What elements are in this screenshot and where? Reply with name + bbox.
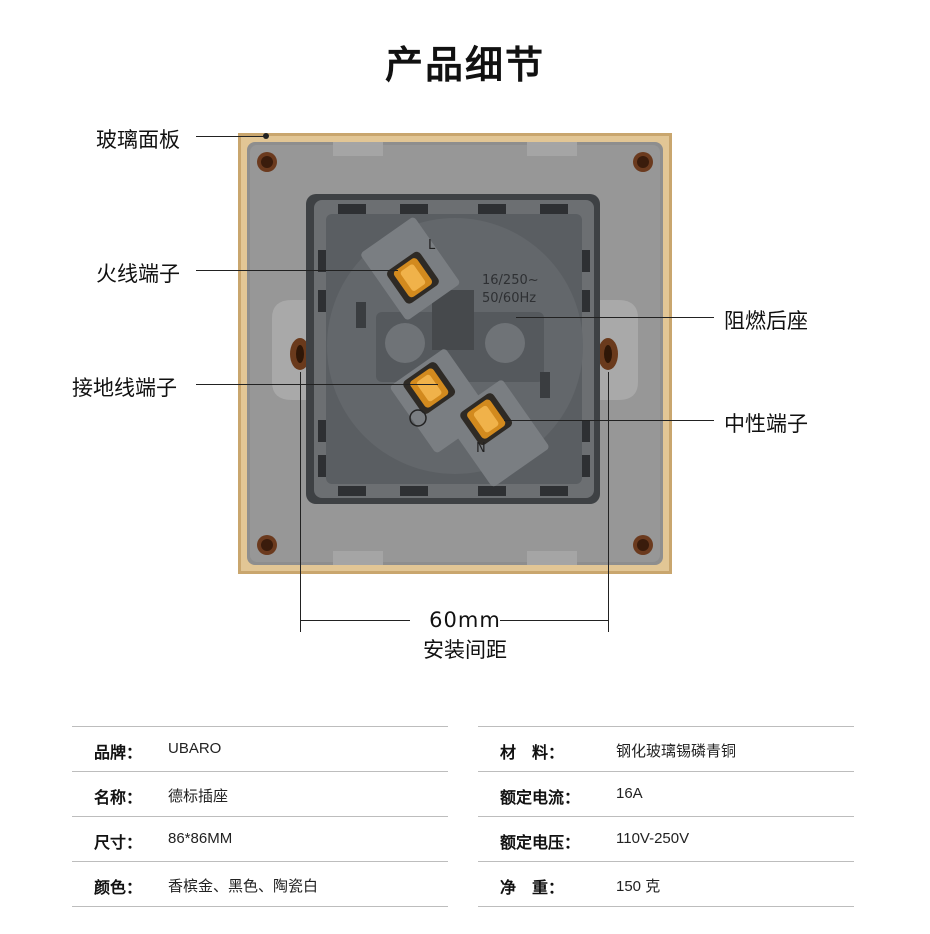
spec-value: UBARO	[168, 740, 222, 757]
spec-value: 德标插座	[168, 788, 229, 805]
rating-mark: 16/250~	[482, 273, 539, 288]
leader-glass-panel	[196, 136, 266, 137]
spec-row: 名称： 德标插座	[72, 771, 448, 816]
frequency-mark: 50/60Hz	[482, 291, 536, 306]
spec-value: 16A	[616, 785, 643, 802]
spec-row: 品牌： UBARO	[72, 726, 448, 771]
spec-key: 净 重：	[500, 878, 565, 897]
spec-key: 颜色：	[94, 878, 143, 897]
spec-value: 香槟金、黑色、陶瓷白	[168, 878, 319, 895]
spec-key: 尺寸：	[94, 833, 143, 852]
spec-key: 名称：	[94, 788, 143, 807]
spec-value: 钢化玻璃锡磷青铜	[616, 743, 737, 760]
spacing-label: 安装间距	[423, 638, 507, 662]
spec-row: 额定电流： 16A	[478, 771, 854, 816]
spec-row: 材 料： 钢化玻璃锡磷青铜	[478, 726, 854, 771]
live-letter: L	[428, 238, 436, 253]
spec-key: 额定电压：	[500, 833, 581, 852]
spec-row: 额定电压： 110V-250V	[478, 816, 854, 861]
corner-screw-holes	[257, 152, 653, 555]
spec-value: 86*86MM	[168, 830, 233, 847]
spec-key: 额定电流：	[500, 788, 581, 807]
callout-glass-panel: 玻璃面板	[96, 128, 180, 152]
leader-neutral-terminal	[504, 420, 714, 421]
leader-flame-retardant-base	[516, 317, 714, 318]
spec-key: 品牌：	[94, 743, 143, 762]
socket-back-illustration: L N 16/250~ 50/60Hz	[238, 133, 672, 632]
callout-flame-retardant-base: 阻燃后座	[724, 309, 808, 333]
spec-table-right: 材 料： 钢化玻璃锡磷青铜 额定电流： 16A 额定电压： 110V-250V …	[478, 726, 854, 907]
spacing-value: 60mm	[429, 608, 501, 632]
neutral-terminal	[446, 380, 549, 487]
neutral-letter: N	[476, 441, 486, 456]
spec-row: 净 重： 150 克	[478, 861, 854, 907]
spec-row: 颜色： 香槟金、黑色、陶瓷白	[72, 861, 448, 907]
live-terminal	[361, 217, 460, 320]
spec-row: 尺寸： 86*86MM	[72, 816, 448, 861]
callout-ground-terminal: 接地线端子	[72, 376, 177, 400]
page-title: 产品细节	[384, 43, 545, 87]
spec-value: 110V-250V	[616, 830, 690, 847]
callout-live-terminal: 火线端子	[96, 262, 180, 286]
spec-table-left: 品牌： UBARO 名称： 德标插座 尺寸： 86*86MM 颜色： 香槟金、黑…	[72, 726, 448, 907]
ground-symbol-icon	[409, 409, 427, 427]
leader-live-terminal	[196, 270, 398, 271]
callout-neutral-terminal: 中性端子	[724, 412, 808, 436]
spec-key: 材 料：	[500, 743, 565, 762]
spec-value: 150 克	[616, 878, 661, 895]
leader-ground-terminal	[196, 384, 438, 385]
